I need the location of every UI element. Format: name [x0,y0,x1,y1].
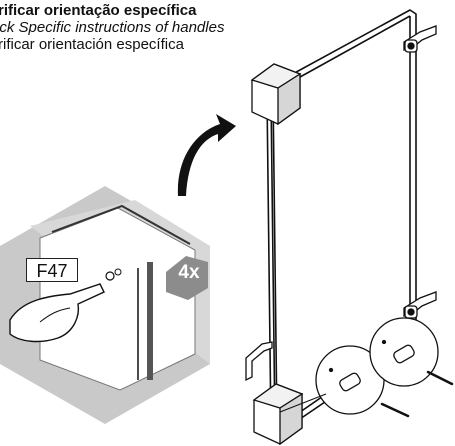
detail-hexagon [0,186,210,424]
quantity-badge-shape [166,256,208,300]
instruction-english: eck Specific instructions of handles [0,19,225,36]
screw-detail-right [369,317,439,387]
instruction-portuguese: rificar orientação específica [0,2,197,19]
bottom-hinge-icon [403,291,437,319]
instruction-spanish: rificar orientación específica [0,36,184,53]
leader-line [279,393,327,413]
top-hinge-icon [403,25,437,53]
part-code-label: F47 [26,258,78,282]
bottom-corner-protector [252,383,304,446]
rotate-arrow-icon [177,114,236,196]
instruction-header: rificar orientação específica eck Specif… [0,2,455,53]
handle-icon [245,341,273,382]
quantity-badge: 4x [178,262,200,283]
screw-icon [380,370,454,418]
top-corner-protector [250,63,302,126]
